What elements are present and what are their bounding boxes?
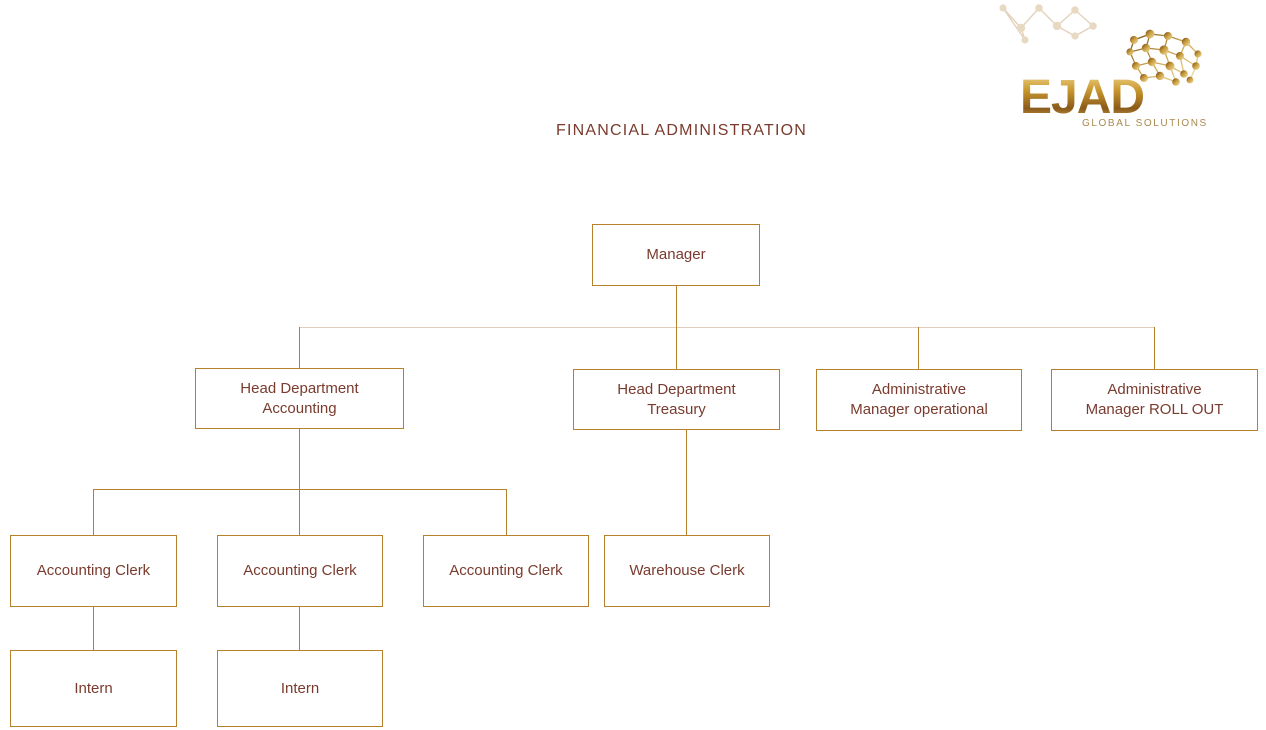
node-accounting-clerk-1[interactable]: Accounting Clerk	[10, 535, 177, 607]
connector-clerk2-to-intern2	[299, 607, 300, 650]
node-administrative-manager-operational-label: Administrative Manager operational	[850, 381, 988, 418]
node-head-department-treasury[interactable]: Head Department Treasury	[573, 369, 780, 430]
logo-wordmark: EJAD	[1020, 72, 1220, 124]
node-intern-1[interactable]: Intern	[10, 650, 177, 727]
node-manager[interactable]: Manager	[592, 224, 760, 286]
node-accounting-clerk-2-label: Accounting Clerk	[243, 562, 357, 579]
connector-drop-clerk-1	[93, 489, 94, 535]
connector-drop-admin-operational	[918, 327, 919, 369]
connector-drop-clerk-2	[299, 489, 300, 535]
node-head-department-accounting[interactable]: Head Department Accounting	[195, 368, 404, 429]
node-accounting-clerk-2[interactable]: Accounting Clerk	[217, 535, 383, 607]
node-administrative-manager-rollout[interactable]: Administrative Manager ROLL OUT	[1051, 369, 1258, 431]
node-administrative-manager-operational[interactable]: Administrative Manager operational	[816, 369, 1022, 431]
node-head-department-treasury-label: Head Department Treasury	[617, 380, 736, 418]
node-intern-1-label: Intern	[74, 679, 113, 697]
node-intern-2[interactable]: Intern	[217, 650, 383, 727]
node-intern-2-label: Intern	[280, 679, 320, 697]
node-administrative-manager-rollout-label: Administrative Manager ROLL OUT	[1085, 381, 1224, 418]
node-head-department-accounting-label: Head Department Accounting	[240, 379, 359, 417]
connector-treasury-to-warehouse	[686, 430, 687, 535]
connector-drop-admin-rollout	[1154, 327, 1155, 369]
logo-tagline: GLOBAL SOLUTIONS	[1082, 118, 1208, 129]
connector-drop-head-treasury	[676, 327, 677, 369]
connector-manager-stem	[676, 286, 677, 328]
network-globe-icon	[1126, 29, 1202, 86]
company-logo: EJAD GLOBAL SOLUTIONS	[990, 0, 1266, 140]
connector-drop-head-accounting	[299, 327, 300, 368]
connector-level1-bus	[299, 327, 1155, 328]
connector-clerk1-to-intern1	[93, 607, 94, 650]
page-title: FINANCIAL ADMINISTRATION	[556, 122, 808, 139]
network-nodes-icon	[999, 4, 1097, 44]
node-accounting-clerk-3[interactable]: Accounting Clerk	[423, 535, 589, 607]
node-warehouse-clerk-label: Warehouse Clerk	[629, 562, 745, 579]
connector-drop-clerk-3	[506, 489, 507, 535]
node-warehouse-clerk[interactable]: Warehouse Clerk	[604, 535, 770, 607]
connector-head-accounting-stem	[299, 429, 300, 489]
node-accounting-clerk-1-label: Accounting Clerk	[36, 562, 151, 579]
node-manager-label: Manager	[646, 246, 706, 263]
node-accounting-clerk-3-label: Accounting Clerk	[449, 562, 563, 579]
connector-level2-bus	[93, 489, 507, 490]
